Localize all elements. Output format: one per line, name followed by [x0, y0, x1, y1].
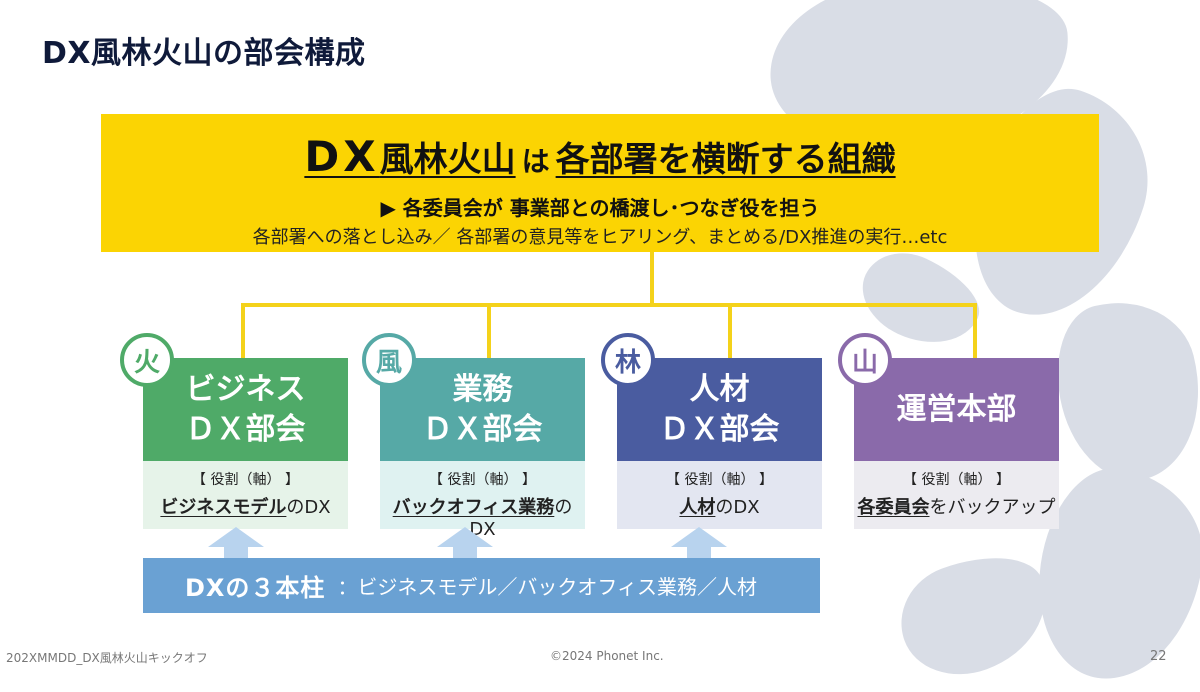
committee-management-hq: 運営本部 [854, 358, 1059, 461]
brush-watermark [885, 537, 1065, 692]
committee-talent-dx: 人材 ＤＸ部会 [617, 358, 822, 461]
dx-three-pillars-bar: DXの３本柱 ：ビジネスモデル／バックオフィス業務／人材 [143, 558, 820, 613]
summary-title: DX風林火山は各部署を横断する組織 [304, 132, 896, 181]
slide-title: DX風林火山の部会構成 [42, 36, 366, 71]
badge-forest: 林 [601, 333, 655, 387]
brush-watermark [1040, 285, 1200, 495]
pillars-label: DXの３本柱 [185, 574, 326, 602]
organization-summary-box: DX風林火山は各部署を横断する組織 ▶ 各委員会が 事業部との橋渡し･つなぎ役を… [101, 114, 1099, 252]
connector-line [973, 303, 977, 359]
up-arrow-icon [671, 527, 727, 562]
committee-role-business: 【 役割（軸） 】 ビジネスモデルのDX [143, 461, 348, 529]
badge-wind: 風 [362, 333, 416, 387]
badge-fire: 火 [120, 333, 174, 387]
summary-detail: 各部署への落とし込み／ 各部署の意見等をヒアリング、まとめる/DX推進の実行…e… [252, 227, 948, 248]
summary-subtitle: ▶ 各委員会が 事業部との橋渡し･つなぎ役を担う [380, 196, 820, 220]
connector-line [241, 303, 977, 307]
footer-filename: 202XMMDD_DX風林火山キックオフ [6, 651, 208, 665]
committee-role-talent: 【 役割（軸） 】 人材のDX [617, 461, 822, 529]
page-number: 22 [1150, 649, 1167, 664]
pillars-items: ：ビジネスモデル／バックオフィス業務／人材 [337, 575, 758, 599]
committee-business-dx: ビジネス ＤＸ部会 [143, 358, 348, 461]
committee-role-management: 【 役割（軸） 】 各委員会をバックアップ [854, 461, 1059, 529]
up-arrow-icon [208, 527, 264, 562]
connector-line [487, 303, 491, 359]
committee-role-operations: 【 役割（軸） 】 バックオフィス業務のDX [380, 461, 585, 540]
connector-line [650, 252, 654, 305]
footer-copyright: ©2024 Phonet Inc. [550, 649, 664, 663]
connector-line [241, 303, 245, 359]
connector-line [728, 303, 732, 359]
committee-operations-dx: 業務 ＤＸ部会 [380, 358, 585, 461]
badge-mountain: 山 [838, 333, 892, 387]
up-arrow-icon [437, 527, 493, 562]
